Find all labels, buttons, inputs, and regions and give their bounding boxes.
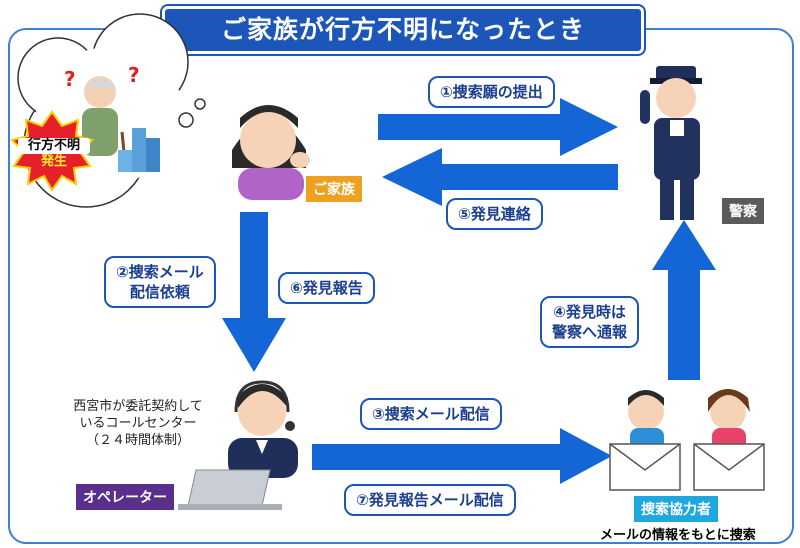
step-4-line1: ④発見時は <box>553 303 626 321</box>
svg-text:?: ? <box>64 67 76 91</box>
step-2-line2: 配信依頼 <box>129 283 190 301</box>
step-2-label: ②捜索メール 配信依頼 <box>104 256 216 308</box>
cooperator-girl-icon <box>708 389 750 450</box>
operator-icon <box>228 380 298 478</box>
svg-text:?: ? <box>128 63 140 87</box>
callcenter-line1: 西宮市が委託契約して <box>73 399 203 414</box>
envelope-icon <box>609 443 681 491</box>
arrow-to-police <box>378 98 618 156</box>
step-5-label: ⑤発見連絡 <box>446 198 543 230</box>
badge-line1: 行方不明 <box>18 138 90 154</box>
step-4-line2: 警察へ通報 <box>552 323 628 341</box>
laptop-icon <box>178 469 282 510</box>
step-3-label: ③捜索メール配信 <box>360 398 502 430</box>
step-6-label: ⑥発見報告 <box>278 272 375 304</box>
step-4-label: ④発見時は 警察へ通報 <box>540 296 640 348</box>
family-person-icon <box>232 105 310 200</box>
police-officer-icon <box>640 66 702 220</box>
callcenter-note: 西宮市が委託契約して いるコールセンター （２４時間体制） <box>52 398 224 449</box>
badge-line2: 発生 <box>40 154 67 169</box>
operator-tag: オペレーター <box>76 484 174 510</box>
police-tag: 警察 <box>722 198 764 224</box>
page-title: ご家族が行方不明になったとき <box>162 6 644 54</box>
step-1-label: ①捜索願の提出 <box>428 76 555 108</box>
arrow-to-cooperators <box>312 428 612 484</box>
cooperators-tag: 捜索協力者 <box>634 496 718 522</box>
arrow-to-operator <box>222 212 286 372</box>
callcenter-line3: （２４時間体制） <box>85 433 190 448</box>
arrow-up-to-police <box>652 220 716 380</box>
envelope-icon <box>693 443 765 491</box>
elderly-person-icon: ? ? <box>64 63 160 173</box>
cooperator-boy-icon <box>628 390 664 450</box>
family-tag: ご家族 <box>306 176 362 202</box>
search-caption: メールの情報をもとに捜索 <box>600 528 756 543</box>
arrow-to-family <box>382 148 618 206</box>
callcenter-line2: いるコールセンター <box>79 416 197 431</box>
step-2-line1: ②捜索メール <box>116 263 204 281</box>
step-7-label: ⑦発見報告メール配信 <box>344 484 516 516</box>
